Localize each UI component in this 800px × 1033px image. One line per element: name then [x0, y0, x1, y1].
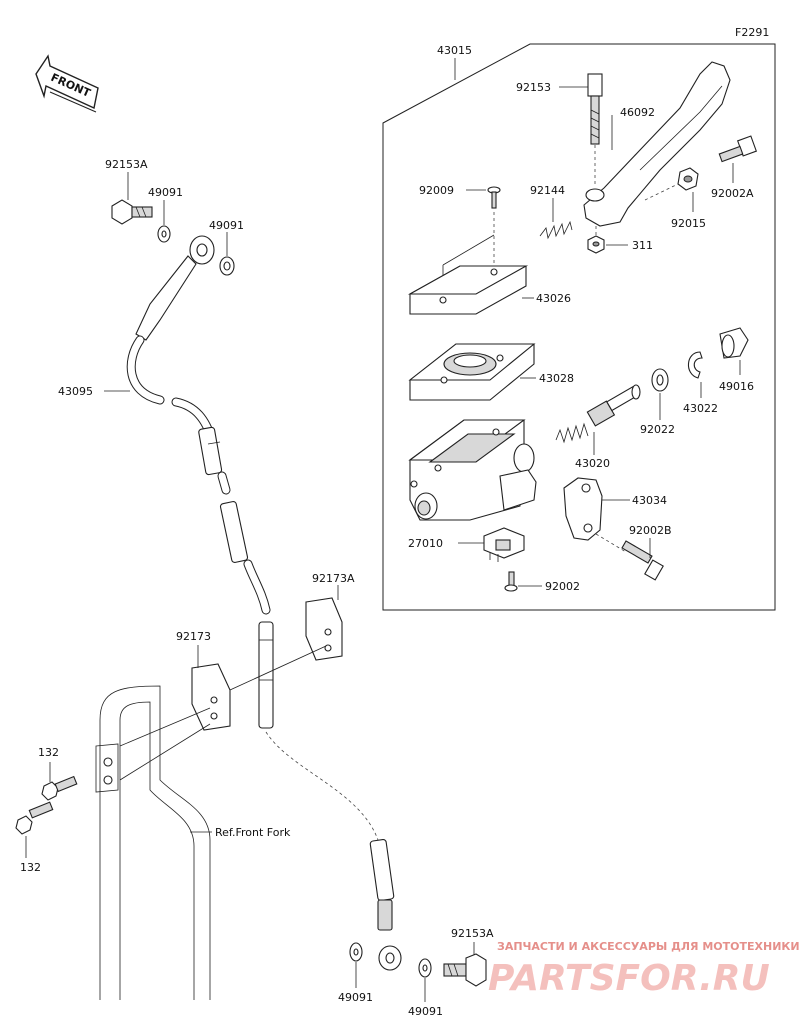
label-46092: 46092 — [620, 106, 655, 119]
master-cylinder-body — [408, 419, 537, 521]
label-92173a: 92173A — [312, 572, 355, 585]
label-ref-front-fork: Ref.Front Fork — [215, 826, 291, 839]
switch-27010 — [483, 527, 525, 562]
screw-92002 — [504, 571, 518, 592]
label-43028: 43028 — [539, 372, 574, 385]
watermark-logo: ЗАПЧАСТИ И АКСЕССУАРЫ ДЛЯ МОТОТЕХНИКИ PA… — [488, 940, 800, 999]
label-92015: 92015 — [671, 217, 706, 230]
front-arrow-icon: FRONT — [35, 54, 99, 113]
circlip-43022 — [687, 351, 703, 379]
label-92002a: 92002A — [711, 187, 754, 200]
clamp-92173a — [305, 597, 343, 661]
label-27010: 27010 — [408, 537, 443, 550]
label-92144: 92144 — [530, 184, 565, 197]
clamp-92173 — [191, 663, 231, 731]
spring-92144 — [539, 220, 573, 240]
boot-49016 — [719, 327, 749, 359]
label-92153-top: 92153 — [516, 81, 551, 94]
label-43020: 43020 — [575, 457, 610, 470]
label-311: 311 — [632, 239, 653, 252]
label-92002b: 92002B — [629, 524, 672, 537]
nut-311 — [587, 235, 605, 254]
washer-49091-d — [418, 958, 432, 978]
bolt-132-a — [41, 775, 78, 801]
label-43022: 43022 — [683, 402, 718, 415]
washer-49091-b — [219, 256, 235, 276]
washer-49091-a — [157, 225, 171, 243]
bolt-92002b — [621, 540, 664, 581]
washer-92022 — [651, 368, 669, 392]
watermark-subtitle: ЗАПЧАСТИ И АКСЕССУАРЫ ДЛЯ МОТОТЕХНИКИ — [497, 940, 800, 953]
brake-hose-43095 — [126, 235, 402, 971]
label-43095: 43095 — [58, 385, 93, 398]
label-92153a-left: 92153A — [105, 158, 148, 171]
cap-43026 — [407, 265, 529, 315]
banjo-bolt-92153a-left — [111, 199, 153, 225]
bolt-132-b — [15, 801, 54, 835]
label-43015: 43015 — [437, 44, 472, 57]
label-49016: 49016 — [719, 380, 754, 393]
piston-kit-43020 — [555, 384, 641, 444]
label-92153a-bottom: 92153A — [451, 927, 494, 940]
watermark-brand: PARTSFOR.RU — [488, 958, 770, 999]
assembly-frame — [382, 43, 776, 611]
label-132-b: 132 — [20, 861, 41, 874]
figure-code: F2291 — [735, 26, 769, 39]
label-49091-c: 49091 — [338, 991, 373, 1004]
banjo-bolt-92153a-bottom — [443, 953, 487, 987]
washer-49091-c — [349, 942, 363, 962]
nut-92015 — [677, 167, 699, 191]
clamp-43034 — [563, 477, 603, 541]
label-92022: 92022 — [640, 423, 675, 436]
lever-46092 — [583, 61, 731, 227]
label-132-a: 132 — [38, 746, 59, 759]
bolt-92002a — [718, 135, 758, 163]
bolt-92153-top — [587, 73, 603, 145]
label-49091-d: 49091 — [408, 1005, 443, 1018]
label-43034: 43034 — [632, 494, 667, 507]
label-49091-b: 49091 — [209, 219, 244, 232]
label-92009: 92009 — [419, 184, 454, 197]
label-49091-a: 49091 — [148, 186, 183, 199]
label-43026: 43026 — [536, 292, 571, 305]
front-fork-ref — [95, 685, 211, 1000]
label-92173: 92173 — [176, 630, 211, 643]
diaphragm-43028 — [408, 343, 536, 401]
screw-92009 — [487, 186, 501, 209]
label-92002: 92002 — [545, 580, 580, 593]
